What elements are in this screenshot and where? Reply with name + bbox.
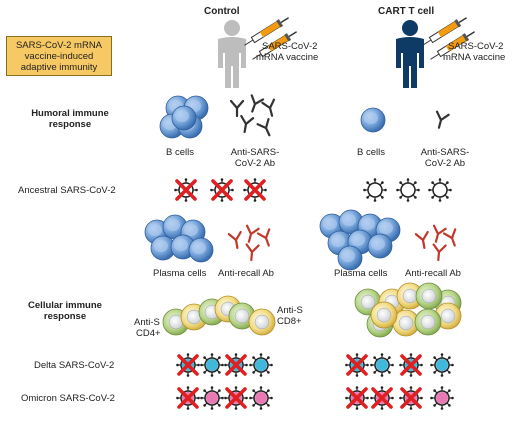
- omicron-virus-cart-icons: [344, 385, 455, 411]
- vaccine-label-control-2: mRNA vaccine: [256, 52, 319, 63]
- box-line-1: SARS-CoV-2 mRNA: [15, 39, 103, 51]
- omicron-virus-control-icons: [175, 385, 274, 411]
- b-cells-label-cart: B cells: [357, 147, 385, 158]
- plasma-cells-cart-icon: [319, 209, 401, 271]
- column-header-control: Control: [204, 6, 240, 17]
- cellular-heading-line-2: response: [43, 311, 87, 322]
- column-header-cart: CART T cell: [378, 6, 435, 17]
- person-cart-icon: [396, 20, 424, 88]
- box-line-3: adaptive immunity: [20, 61, 98, 73]
- anti-recall-label-control: Anti-recall Ab: [218, 268, 274, 279]
- vaccine-label-control-1: SARS-CoV-2: [262, 41, 318, 52]
- person-control-icon: [218, 20, 246, 88]
- cd8-label: CD8+: [277, 316, 302, 327]
- antibodies-control-icon: [229, 94, 279, 139]
- anti-recall-label-cart: Anti-recall Ab: [405, 268, 461, 279]
- delta-label: Delta SARS-CoV-2: [34, 360, 115, 371]
- cellular-heading-line-1: Cellular immune: [28, 300, 102, 311]
- humoral-heading-line-2: response: [48, 119, 92, 130]
- plasma-cells-label-control: Plasma cells: [153, 268, 207, 279]
- ancestral-virus-control-icons: [173, 177, 268, 203]
- b-cell-cart-icon: [360, 107, 386, 133]
- anti-s-cd4-label-1: Anti-S: [134, 317, 160, 328]
- b-cells-control-icon: [159, 95, 209, 139]
- antibody-cart-icon: [432, 110, 450, 131]
- t-cells-control-icon: [162, 295, 276, 336]
- recall-antibodies-cart-icon: [414, 224, 462, 262]
- humoral-heading-line-1: Humoral immune: [31, 108, 109, 119]
- t-cells-cart-icon: [354, 282, 462, 338]
- ancestral-virus-cart-icons: [362, 177, 453, 203]
- cd4-label: CD4+: [136, 328, 161, 339]
- anti-ab-label-cart-2: CoV-2 Ab: [424, 158, 466, 169]
- vaccine-label-cart-1: SARS-CoV-2: [448, 41, 504, 52]
- delta-virus-control-icons: [175, 352, 274, 378]
- anti-ab-label-control-2: CoV-2 Ab: [234, 158, 276, 169]
- b-cells-label-control: B cells: [166, 147, 194, 158]
- ancestral-label: Ancestral SARS-CoV-2: [18, 185, 116, 196]
- recall-antibodies-control-icon: [227, 224, 276, 262]
- anti-ab-label-control-1: Anti-SARS-: [230, 147, 280, 158]
- omicron-label: Omicron SARS-CoV-2: [21, 393, 115, 404]
- plasma-cells-control-icon: [144, 214, 214, 263]
- anti-ab-label-cart-1: Anti-SARS-: [420, 147, 470, 158]
- adaptive-immunity-box: SARS-CoV-2 mRNA vaccine-induced adaptive…: [6, 36, 112, 76]
- delta-virus-cart-icons: [344, 352, 455, 378]
- box-line-2: vaccine-induced: [24, 50, 94, 62]
- anti-s-cd8-label-1: Anti-S: [277, 305, 303, 316]
- plasma-cells-label-cart: Plasma cells: [334, 268, 388, 279]
- vaccine-label-cart-2: mRNA vaccine: [443, 52, 506, 63]
